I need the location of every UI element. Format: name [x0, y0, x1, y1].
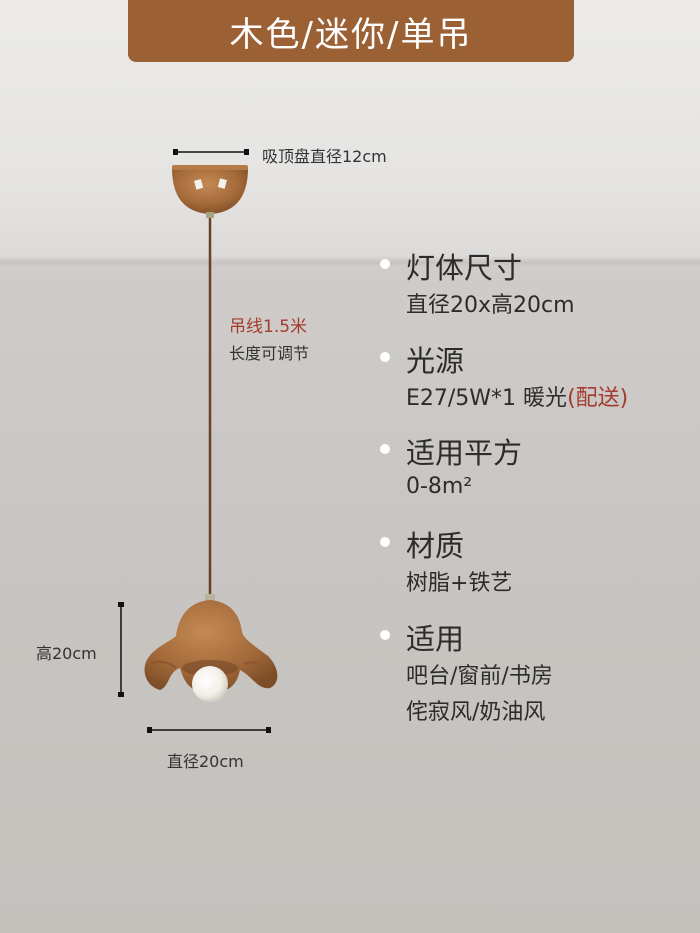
ceiling-canopy [172, 165, 248, 218]
spec-title: 适用 [406, 622, 465, 656]
spec-value-line: E27/5W*1 暖光(配送) [406, 380, 628, 412]
canopy-dimension-line [173, 149, 249, 155]
height-dimension-line [118, 602, 124, 697]
bullet-icon [380, 630, 390, 640]
light-bulb [192, 666, 228, 702]
wall-background [0, 262, 700, 933]
spec-value: E27/5W*1 暖光 [406, 386, 568, 411]
spec-value: 0-8m² [406, 474, 473, 499]
width-dimension-line [147, 727, 271, 733]
spec-value: 侘寂风/奶油风 [406, 700, 546, 725]
spec-value: 树脂+铁艺 [406, 571, 513, 596]
bullet-icon [380, 537, 390, 547]
title-banner: 木色/迷你/单吊 [128, 0, 574, 62]
bullet-icon [380, 259, 390, 269]
canopy-diameter-label: 吸顶盘直径12cm [262, 147, 387, 166]
bullet-icon [380, 352, 390, 362]
banner-title: 木色/迷你/单吊 [229, 14, 473, 55]
spec-title: 灯体尺寸 [406, 251, 523, 285]
spec-title: 材质 [406, 529, 465, 563]
bullet-icon [380, 444, 390, 454]
spec-title: 光源 [406, 344, 465, 378]
height-label: 高20cm [36, 644, 97, 663]
spec-value: 直径20x高20cm [406, 293, 575, 318]
spec-extra-note: (配送) [567, 386, 629, 411]
diameter-label: 直径20cm [167, 752, 244, 771]
cord-adjustable-label: 长度可调节 [229, 344, 310, 363]
cord-length-label: 吊线1.5米 [229, 317, 308, 337]
spec-value: 吧台/窗前/书房 [406, 664, 553, 689]
ceiling-wall-edge [0, 256, 700, 266]
spec-title: 适用平方 [406, 436, 523, 470]
